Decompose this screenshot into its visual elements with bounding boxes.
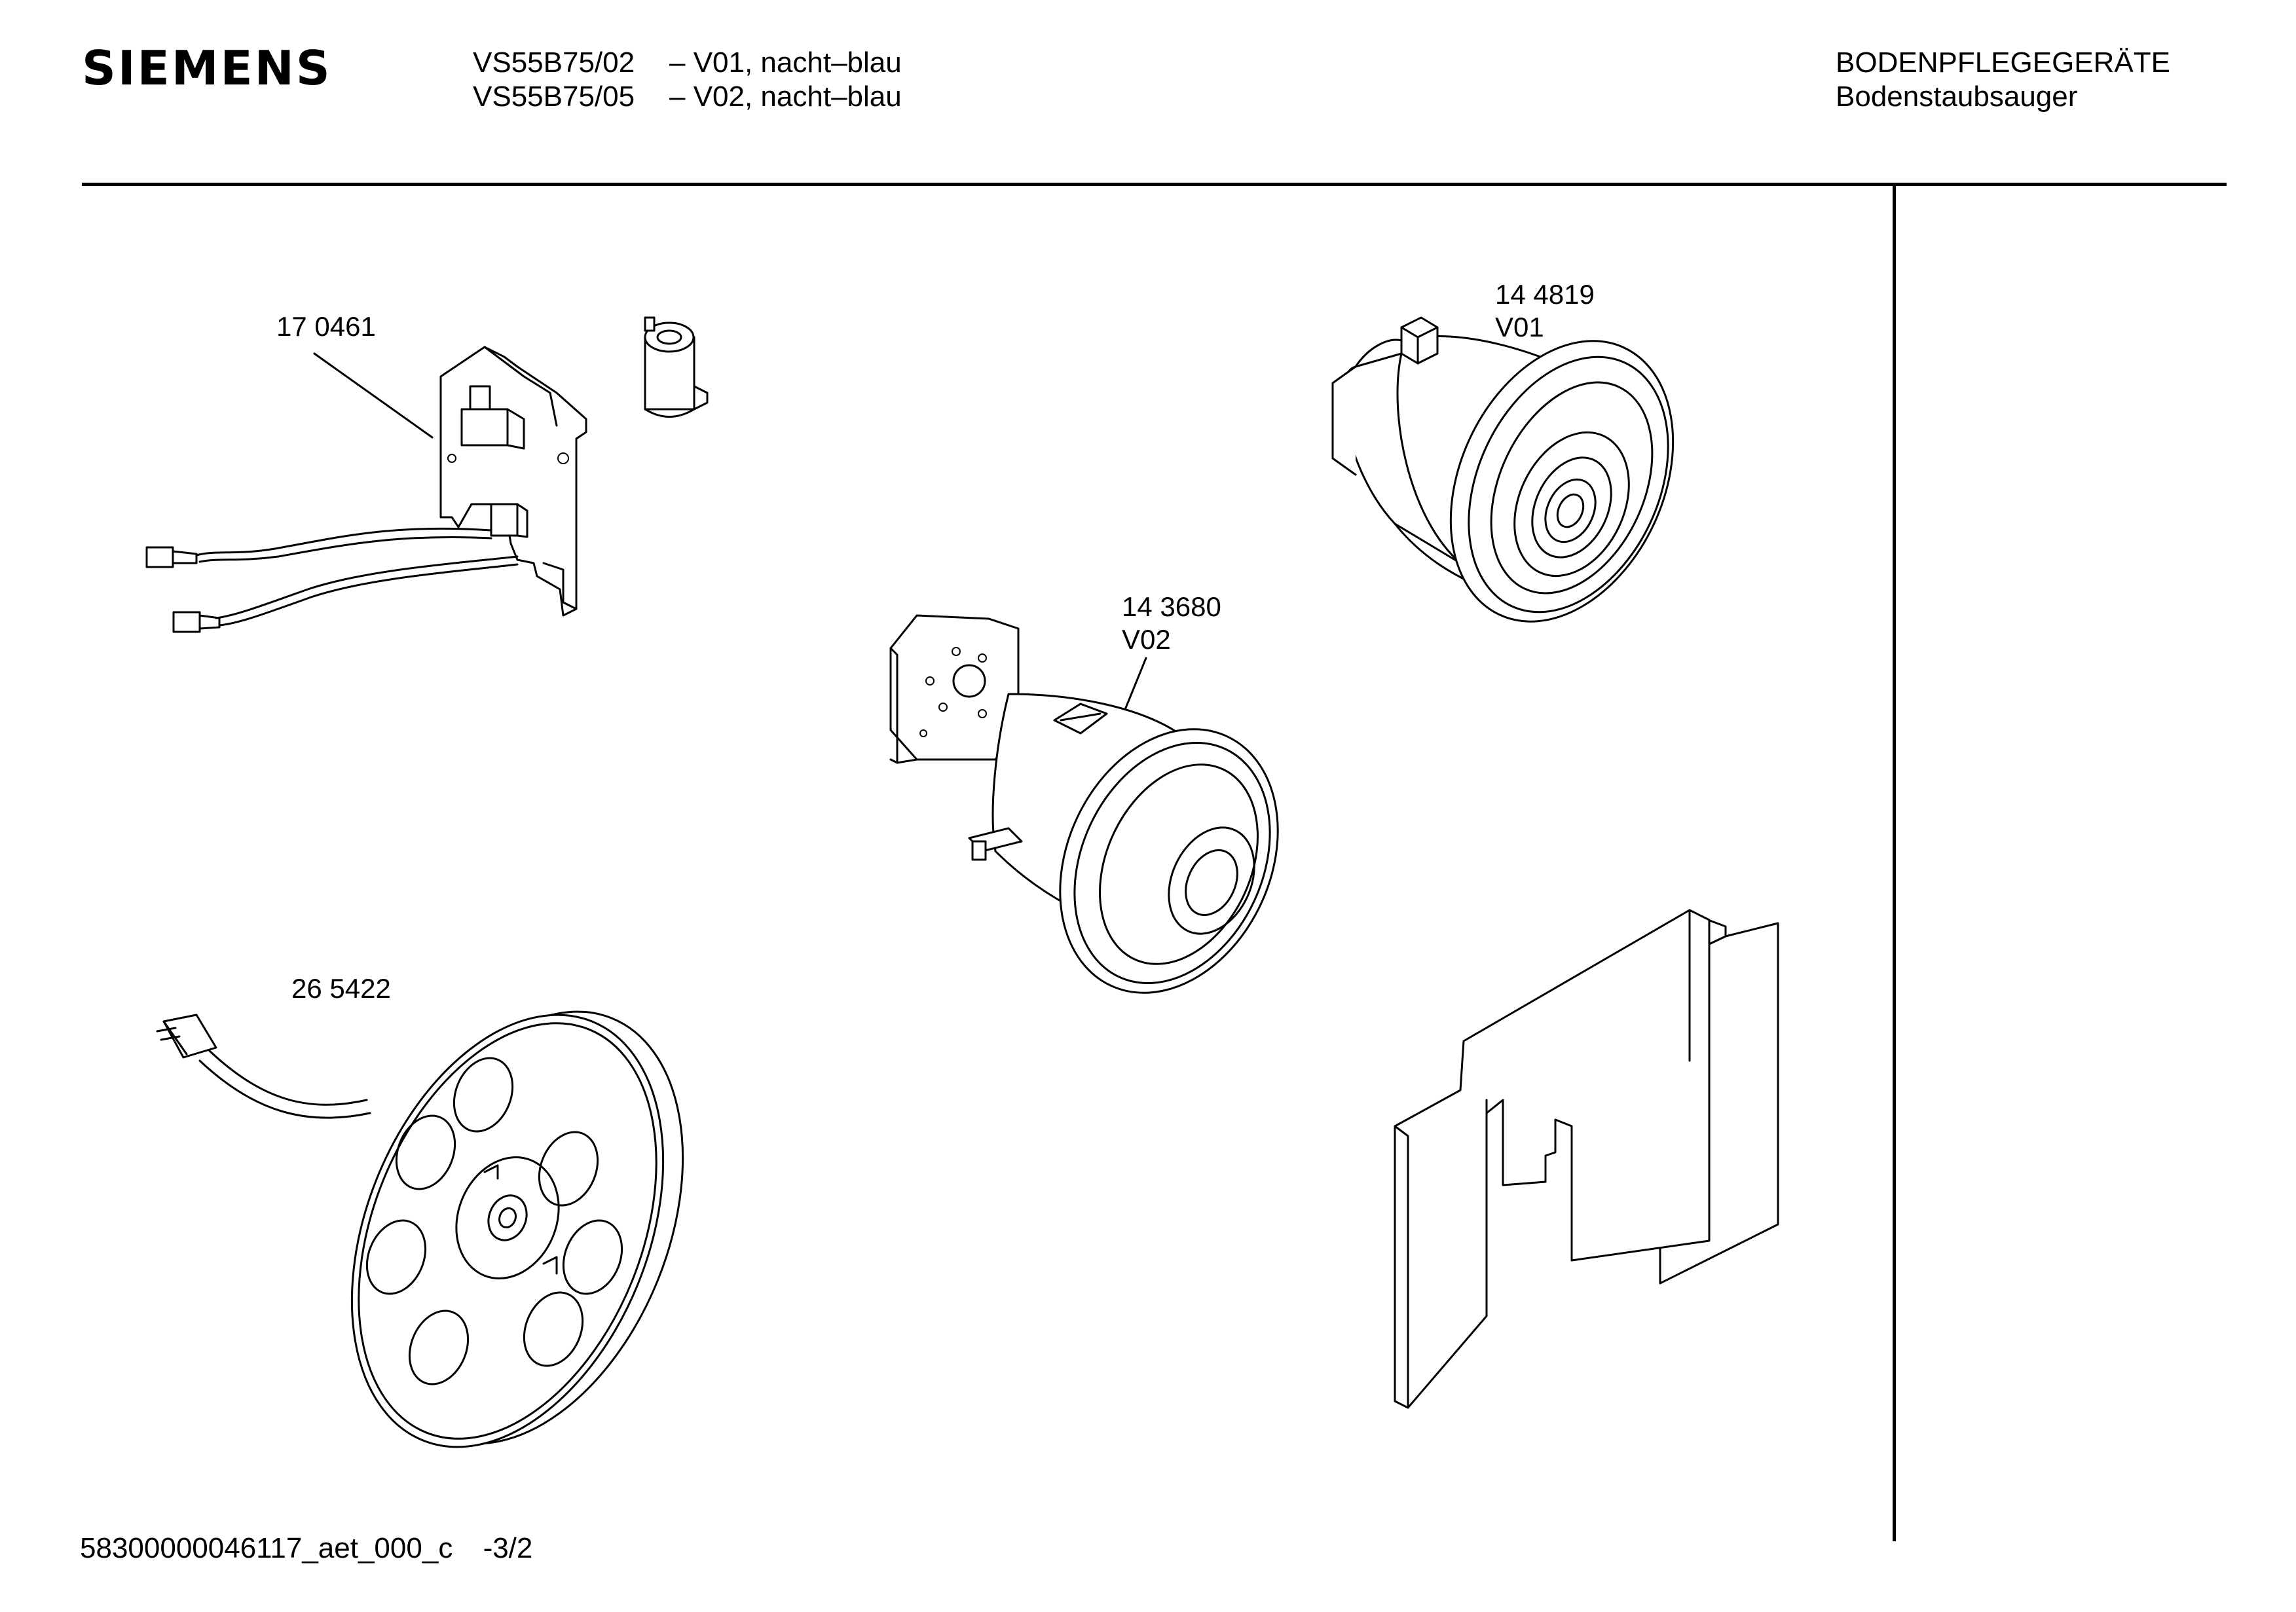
- reel-hole: [453, 1057, 514, 1133]
- part-number-motor-v02: 14 3680: [1122, 591, 1221, 622]
- motor-v01-terminal: [1400, 316, 1439, 365]
- part-number-cable-reel: 26 5422: [291, 973, 391, 1004]
- power-wire: [195, 527, 492, 557]
- part-variant-motor-v02: V02: [1122, 624, 1171, 655]
- category-title: BODENPFLEGEGERÄTE: [1836, 46, 2171, 79]
- motor-v01-drawing: [1331, 316, 1675, 623]
- model-number: VS55B75/05: [473, 81, 635, 113]
- category-subtitle: Bodenstaubsauger: [1836, 81, 2078, 113]
- document-id: 58300000046117_aet_000_c: [80, 1532, 453, 1564]
- switch-housing: [460, 408, 509, 447]
- page-number: -3/2: [483, 1532, 533, 1564]
- reel-hole: [523, 1291, 584, 1367]
- model-number: VS55B75/02: [473, 46, 635, 79]
- header-divider: [82, 183, 2227, 186]
- model-row: VS55B75/05 – V02, nacht–blau: [473, 80, 902, 114]
- motor-v02-drawing: [889, 614, 1279, 994]
- pcb-assembly-drawing: [145, 346, 587, 633]
- model-variant: – V01, nacht–blau: [669, 46, 902, 79]
- reel-hole: [395, 1114, 456, 1190]
- footer: 58300000046117_aet_000_c -3/2: [80, 1532, 532, 1565]
- foam-pad-front: [1394, 909, 1711, 1409]
- wire-terminal: [172, 611, 201, 633]
- wire-terminal: [145, 546, 174, 568]
- capacitor: [490, 503, 519, 537]
- part-number-pcb: 17 0461: [276, 311, 376, 342]
- part-variant-motor-v01: V01: [1495, 312, 1544, 342]
- switch-button: [469, 385, 491, 414]
- reel-hole: [538, 1131, 599, 1207]
- siemens-logo: SIEMENS: [82, 41, 332, 96]
- reel-hole: [408, 1310, 470, 1385]
- model-variant: – V02, nacht–blau: [669, 81, 902, 113]
- part-number-motor-v01: 14 4819: [1495, 279, 1595, 310]
- category-block: BODENPFLEGEGERÄTE Bodenstaubsauger: [1836, 46, 2170, 114]
- reel-front-flange: [350, 1014, 665, 1448]
- motor-v01-front: [1449, 340, 1675, 623]
- pcb-leader-line: [313, 352, 434, 439]
- reel-hole: [562, 1219, 623, 1295]
- power-wire: [215, 555, 519, 619]
- pcb-board: [439, 346, 587, 617]
- model-row: VS55B75/02 – V01, nacht–blau: [473, 46, 902, 80]
- reel-hub: [455, 1156, 560, 1279]
- reel-hole: [365, 1219, 427, 1295]
- side-divider: [1893, 186, 1896, 1541]
- model-list: VS55B75/02 – V01, nacht–blau VS55B75/05 …: [473, 46, 902, 114]
- foam-pad-drawing: [1394, 909, 1779, 1409]
- mains-plug: [162, 1014, 217, 1059]
- power-cord: [208, 1050, 368, 1106]
- cable-reel-drawing: [156, 1010, 684, 1448]
- capacitor-drawing: [644, 316, 709, 418]
